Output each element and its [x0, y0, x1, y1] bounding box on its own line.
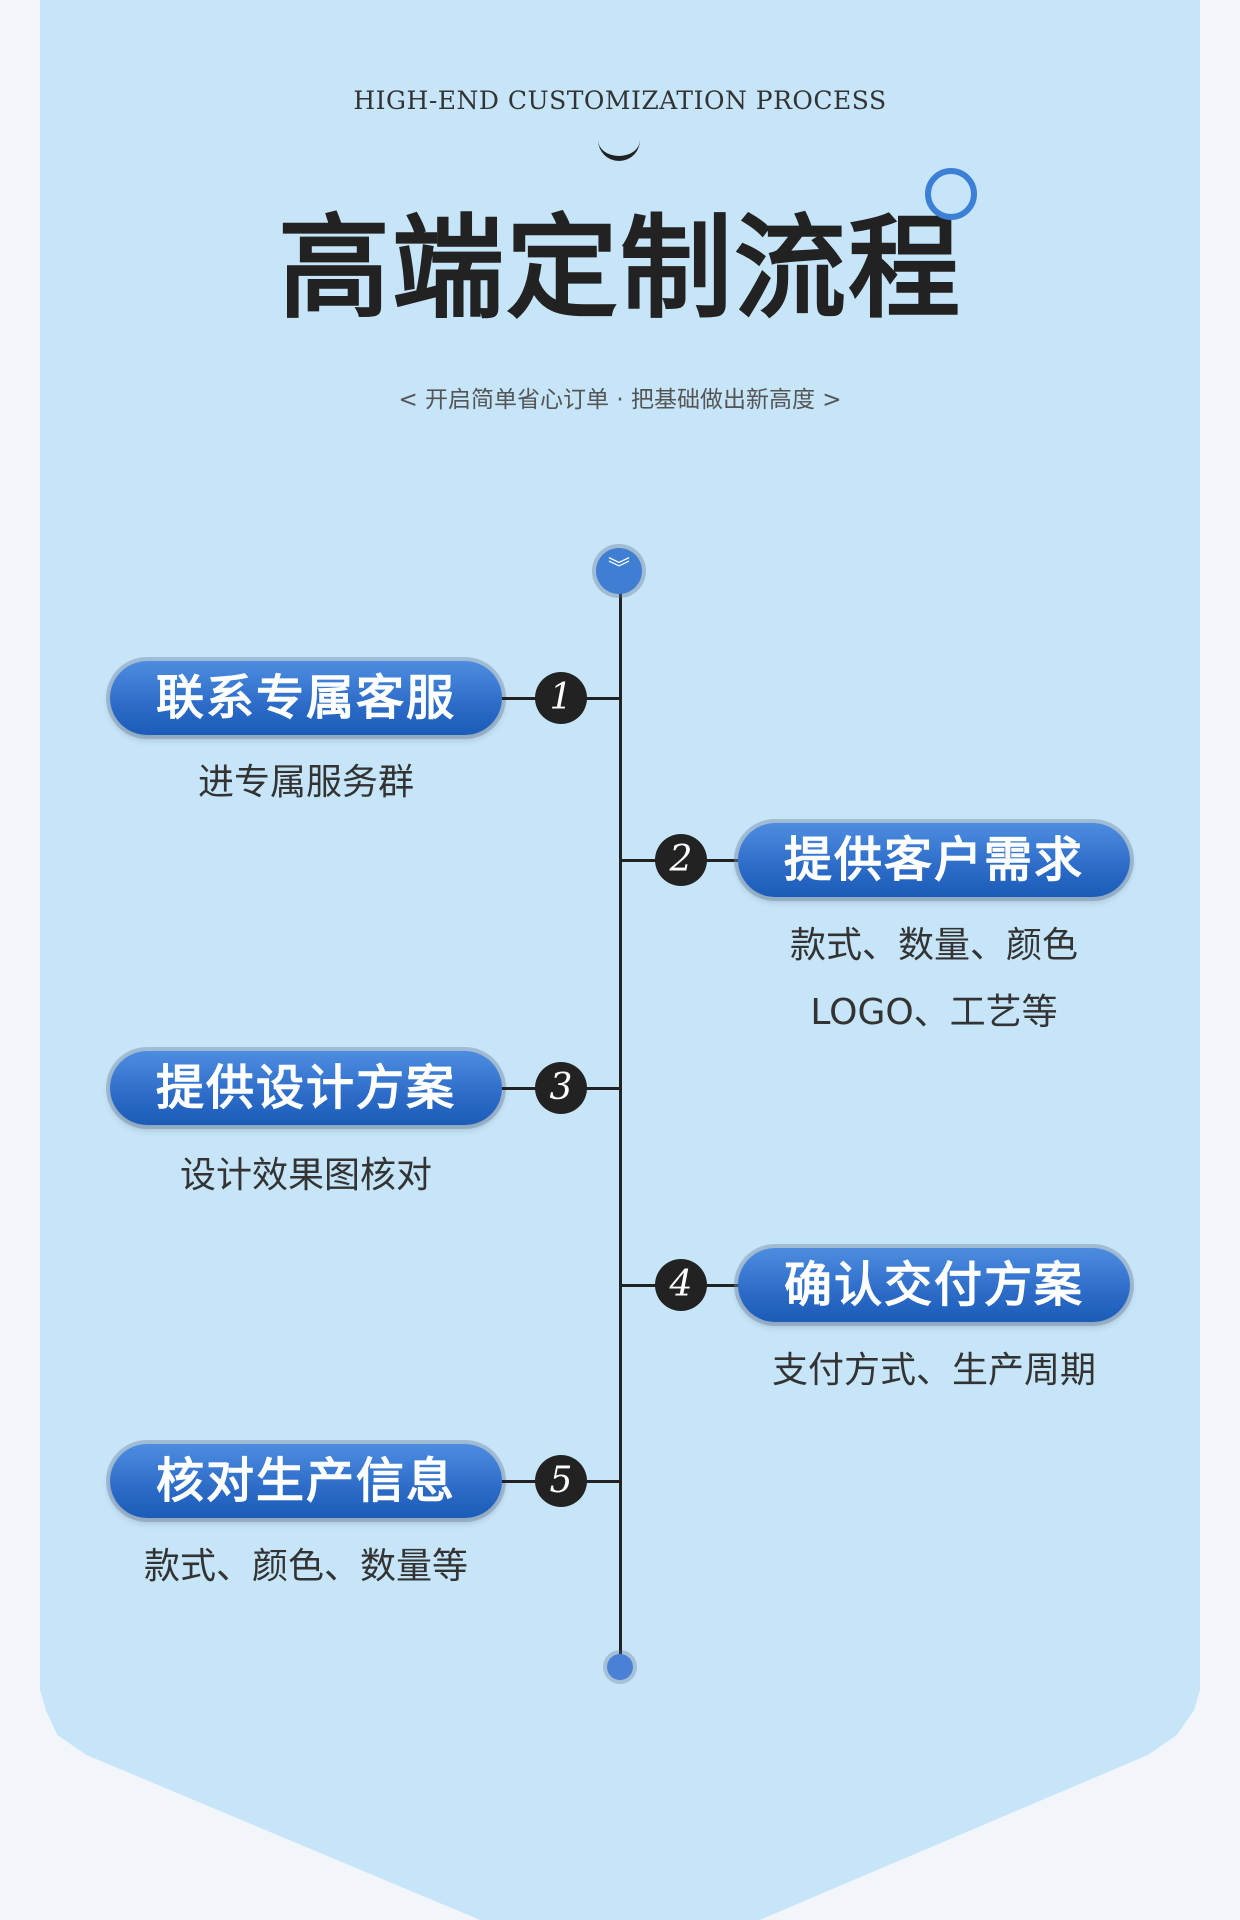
step-title: 提供设计方案 [110, 1051, 502, 1125]
step-number: 1 [535, 672, 587, 724]
page-title: 高端定制流程 [278, 203, 962, 334]
step-title: 提供客户需求 [738, 823, 1130, 897]
step-desc: 款式、数量、颜色 [789, 925, 1078, 966]
step-number: 4 [655, 1259, 707, 1311]
step-desc: 支付方式、生产周期 [771, 1350, 1096, 1391]
step-number: 2 [655, 834, 707, 886]
step-number: 3 [535, 1062, 587, 1114]
timeline-line [619, 572, 622, 1667]
step-title: 联系专属客服 [110, 661, 502, 735]
step-title: 核对生产信息 [110, 1444, 502, 1518]
step-desc: 设计效果图核对 [179, 1155, 432, 1196]
step-title: 确认交付方案 [738, 1248, 1130, 1322]
ring-decoration-icon [925, 168, 977, 220]
double-chevron-down-icon: ︾ [596, 548, 642, 594]
tagline: < 开启简单省心订单 · 把基础做出新高度 > [398, 387, 842, 413]
english-subtitle: HIGH-END CUSTOMIZATION PROCESS [353, 86, 887, 115]
timeline-end-dot-icon [607, 1654, 633, 1680]
step-number: 5 [535, 1455, 587, 1507]
step-desc: 进专属服务群 [197, 762, 414, 803]
step-desc: 款式、颜色、数量等 [143, 1546, 468, 1587]
smile-decoration-icon [598, 138, 640, 161]
step-desc: LOGO、工艺等 [810, 992, 1058, 1033]
